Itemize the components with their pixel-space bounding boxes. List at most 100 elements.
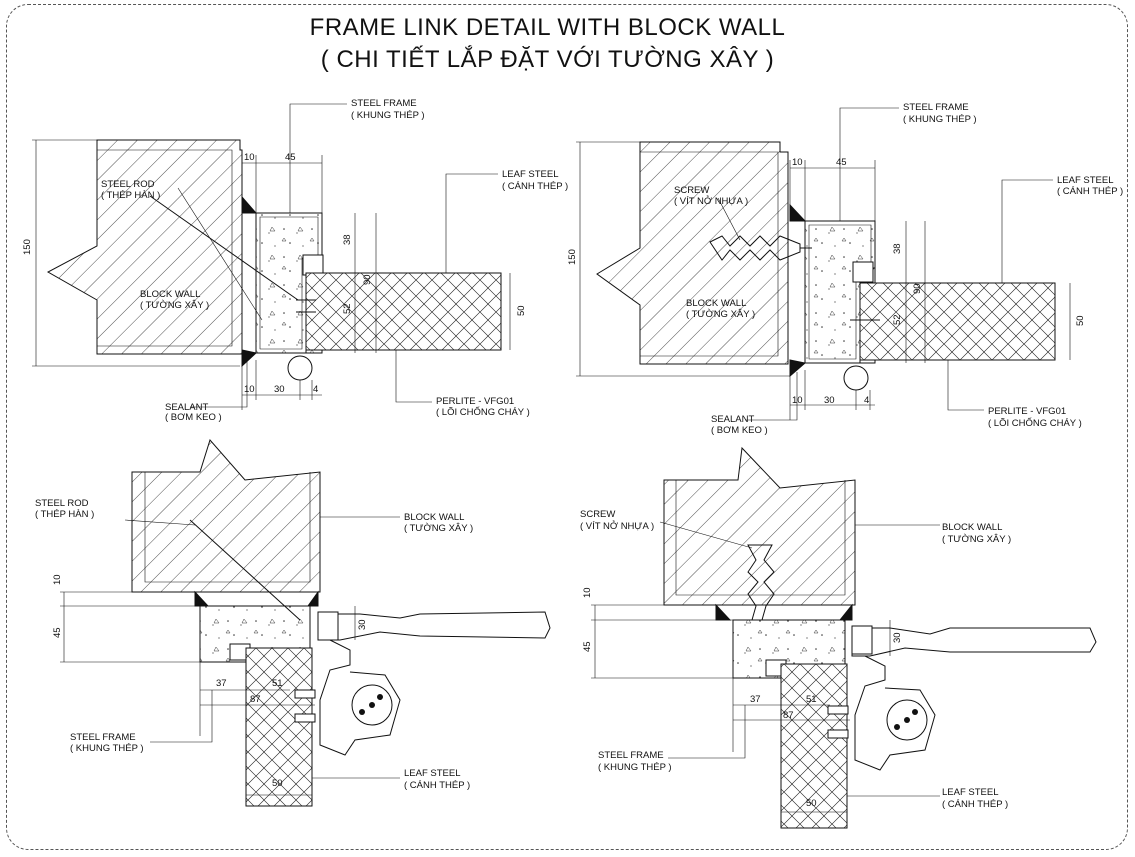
dim-150: 150: [22, 239, 33, 255]
label-perlite: PERLITE - VFG01: [436, 396, 514, 407]
label-screw: SCREW: [580, 509, 615, 520]
label-block-wall-vi: ( TƯỜNG XÂY ): [140, 300, 209, 311]
label-block-wall-vi: ( TƯỜNG XÂY ): [686, 309, 755, 320]
label-steel-frame-vi: ( KHUNG THÉP ): [70, 743, 144, 754]
label-leaf-steel: LEAF STEEL: [942, 787, 999, 798]
hinge-circle: [843, 365, 869, 391]
dim-90: 90: [912, 283, 923, 294]
dim-45: 45: [582, 641, 593, 652]
dim-30: 30: [892, 632, 903, 643]
sealant-right: [307, 590, 319, 607]
label-leaf-steel-vi: ( CÁNH THÉP ): [942, 799, 1008, 810]
detail-bottom-left: STEEL ROD ( THÉP HÀN ) BLOCK WALL ( TƯỜN…: [35, 438, 551, 807]
dim-87: 87: [250, 694, 261, 705]
label-steel-frame-vi: ( KHUNG THÉP ): [598, 762, 672, 773]
label-perlite: PERLITE - VFG01: [988, 406, 1066, 417]
dim-bottom-4: 4: [313, 384, 318, 395]
label-block-wall-vi: ( TƯỜNG XÂY ): [404, 523, 473, 534]
dim-38: 38: [892, 243, 903, 254]
dim-10: 10: [792, 157, 803, 168]
label-sealant-vi: ( BƠM KEO ): [165, 412, 222, 423]
detail-top-right: STEEL FRAME ( KHUNG THÉP ) LEAF STEEL ( …: [567, 102, 1123, 436]
sealant-left: [715, 603, 732, 621]
label-steel-rod: STEEL ROD: [35, 498, 89, 509]
sealant-right: [838, 603, 853, 621]
label-block-wall-vi: ( TƯỜNG XÂY ): [942, 534, 1011, 545]
detail-top-left: STEEL FRAME ( KHUNG THÉP ) LEAF STEEL ( …: [22, 98, 568, 423]
dim-37: 37: [216, 678, 227, 689]
sealant-left: [194, 590, 210, 607]
door-leaf-section: [245, 647, 313, 807]
label-leaf-steel-vi: ( CÁNH THÉP ): [1057, 186, 1123, 197]
block-wall-section: [46, 139, 243, 355]
dim-45: 45: [285, 152, 296, 163]
door-leaf-section: [780, 663, 848, 829]
label-block-wall: BLOCK WALL: [140, 289, 200, 300]
dim-87: 87: [783, 710, 794, 721]
dim-52: 52: [892, 314, 903, 325]
dim-bottom-4: 4: [864, 395, 869, 406]
door-closer-arm: [317, 611, 551, 641]
dim-50: 50: [516, 305, 527, 316]
label-screw-vi: ( VÍT NỞ NHỰA ): [580, 520, 654, 532]
sealant-bottom: [789, 359, 807, 378]
label-perlite-vi: ( LÕI CHỐNG CHÁY ): [436, 406, 530, 418]
label-steel-frame: STEEL FRAME: [70, 732, 136, 743]
dim-30: 30: [357, 619, 368, 630]
detail-bottom-right: SCREW ( VÍT NỞ NHỰA ) BLOCK WALL ( TƯỜNG…: [580, 446, 1097, 829]
dim-150: 150: [567, 249, 578, 265]
dim-50: 50: [1075, 315, 1086, 326]
label-leaf-steel-vi: ( CÁNH THÉP ): [502, 181, 568, 192]
block-wall-section: [131, 438, 321, 593]
dim-37: 37: [750, 694, 761, 705]
label-sealant-vi: ( BƠM KEO ): [711, 425, 768, 436]
dim-52: 52: [342, 303, 353, 314]
dim-10: 10: [244, 152, 255, 163]
dim-45: 45: [52, 627, 63, 638]
label-leaf-steel: LEAF STEEL: [502, 169, 559, 180]
block-wall-section: [663, 446, 856, 606]
drawing-title: FRAME LINK DETAIL WITH BLOCK WALL: [309, 14, 786, 41]
label-block-wall: BLOCK WALL: [942, 522, 1002, 533]
dim-10: 10: [52, 574, 63, 585]
label-leaf-steel-vi: ( CÁNH THÉP ): [404, 780, 470, 791]
dim-bottom-30: 30: [274, 384, 285, 395]
hinge-circle: [287, 355, 313, 381]
label-sealant: SEALANT: [165, 402, 208, 413]
sealant-top: [789, 203, 807, 222]
label-steel-frame: STEEL FRAME: [598, 750, 664, 761]
dim-45: 45: [836, 157, 847, 168]
label-sealant: SEALANT: [711, 414, 754, 425]
label-block-wall: BLOCK WALL: [686, 298, 746, 309]
dim-50: 50: [272, 778, 283, 789]
dim-bottom-10: 10: [792, 395, 803, 406]
dim-50: 50: [806, 798, 817, 809]
label-steel-rod: STEEL ROD: [101, 179, 155, 190]
sealant-bottom: [241, 349, 258, 368]
dim-bottom-30: 30: [824, 395, 835, 406]
sealant-top: [241, 195, 258, 214]
drawing-sheet-border: [6, 4, 1128, 850]
dim-51: 51: [272, 678, 283, 689]
door-closer-arm: [851, 627, 1097, 657]
label-screw: SCREW: [674, 185, 709, 196]
dim-bottom-10: 10: [244, 384, 255, 395]
label-steel-frame-vi: ( KHUNG THÉP ): [903, 114, 977, 125]
door-leaf-section: [305, 272, 502, 351]
label-perlite-vi: ( LÕI CHỐNG CHÁY ): [988, 417, 1082, 429]
label-steel-frame: STEEL FRAME: [351, 98, 417, 109]
label-steel-rod-vi: ( THÉP HÀN ): [35, 509, 94, 520]
block-wall-section: [596, 141, 789, 365]
dim-90: 90: [362, 274, 373, 285]
label-screw-vi: ( VÍT NỞ NHỰA ): [674, 195, 748, 207]
dim-10: 10: [582, 587, 593, 598]
dim-38: 38: [342, 234, 353, 245]
label-leaf-steel: LEAF STEEL: [1057, 175, 1114, 186]
label-steel-frame-vi: ( KHUNG THÉP ): [351, 110, 425, 121]
door-leaf-section: [859, 282, 1056, 361]
label-steel-frame: STEEL FRAME: [903, 102, 969, 113]
label-block-wall: BLOCK WALL: [404, 512, 464, 523]
label-leaf-steel: LEAF STEEL: [404, 768, 461, 779]
dim-51: 51: [806, 694, 817, 705]
